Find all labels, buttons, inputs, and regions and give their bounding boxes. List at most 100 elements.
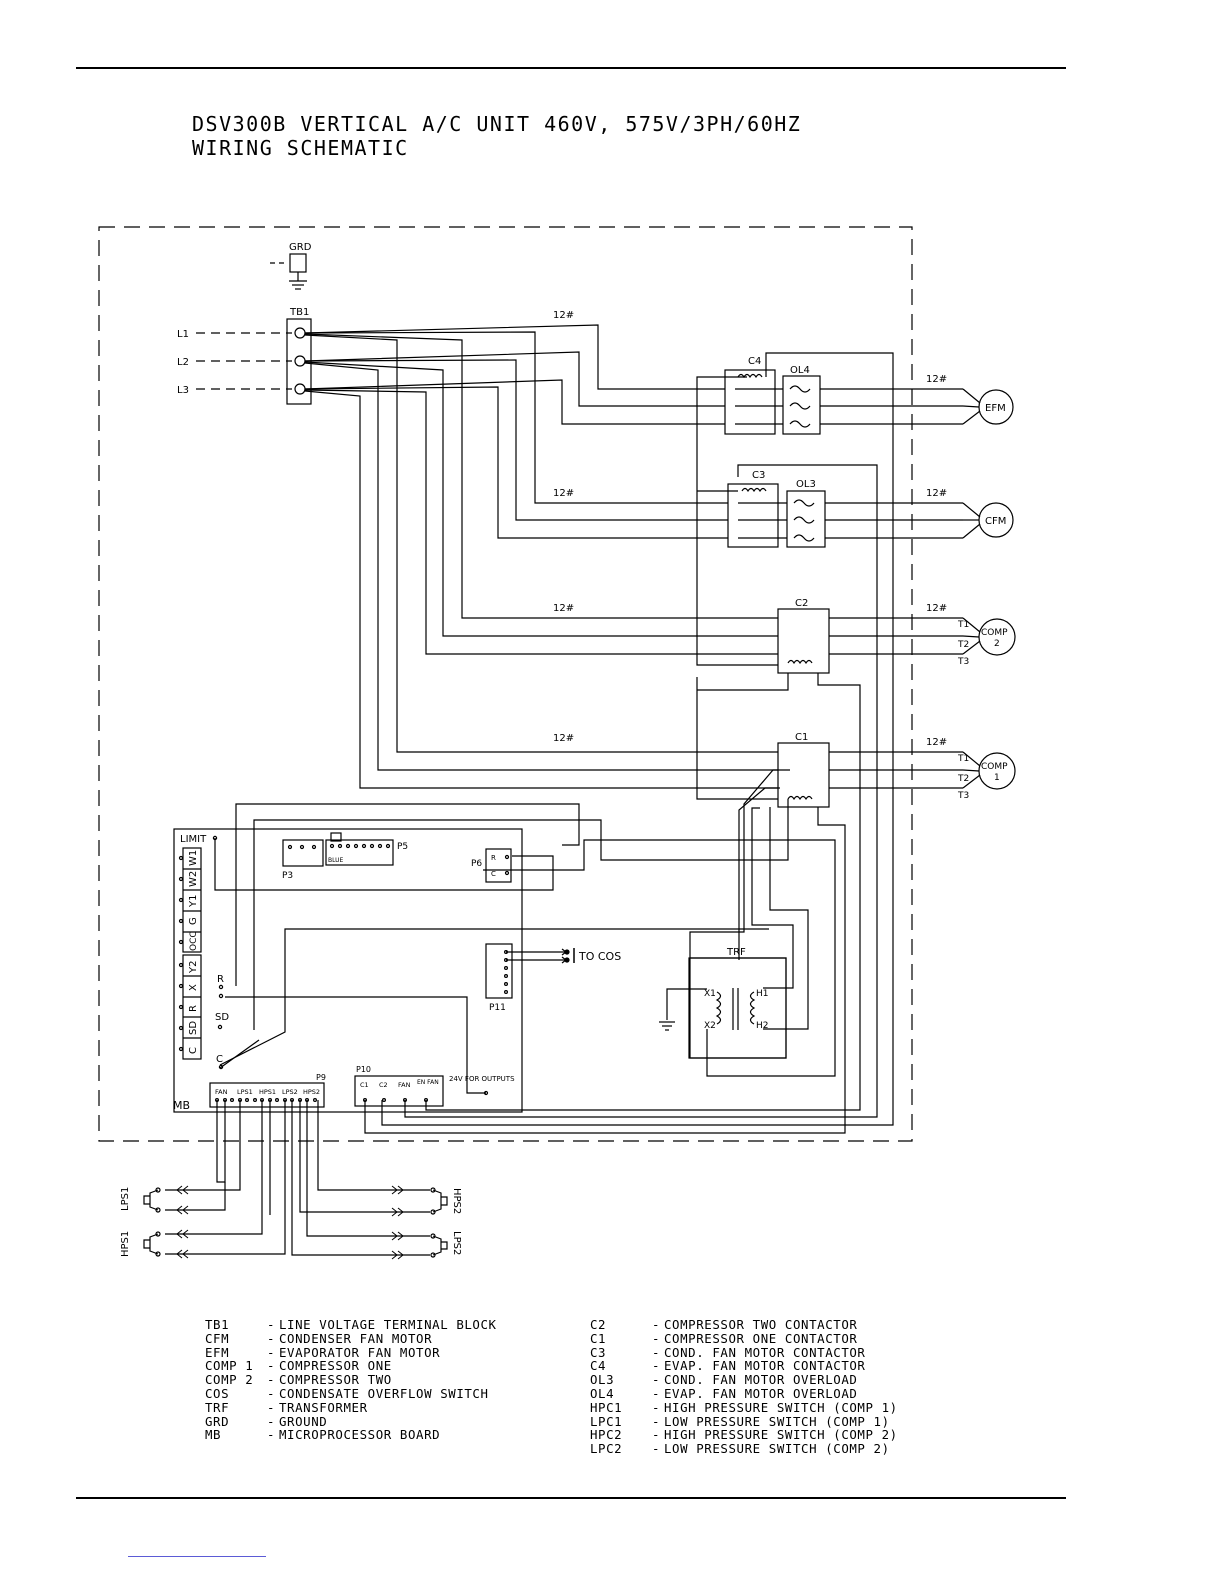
legend-abbreviation: TRF [205,1399,230,1415]
legend-dash: - [652,1372,661,1388]
t3-label: T3 [957,657,969,667]
p3-label: P3 [282,871,293,881]
control-wires [214,352,894,1134]
legend-dash: - [267,1358,276,1374]
cfm-label: CFM [985,516,1006,527]
legend-description: LOW PRESSURE SWITCH (COMP 1) [664,1413,890,1429]
blue-label: BLUE [328,857,344,864]
legend-abbreviation: GRD [205,1413,230,1429]
legend-description: CONDENSATE OVERFLOW SWITCH [279,1385,489,1401]
wire-gauge-label: 12# [926,488,947,499]
legend-dash: - [267,1413,276,1429]
legend-abbreviation: HPC2 [590,1427,623,1443]
wire-gauge-label: 12# [553,603,574,614]
input-sd: SD [188,1021,199,1035]
t2-label: T2 [957,640,969,650]
legend-description: HIGH PRESSURE SWITCH (COMP 1) [664,1399,898,1415]
legend-entry: LPC1-LOW PRESSURE SWITCH (COMP 1) [590,1413,898,1429]
legend-description: COMPRESSOR ONE [279,1358,392,1374]
page-title: DSV300B VERTICAL A/C UNIT 460V, 575V/3PH… [192,112,802,136]
comp2-number: 2 [994,639,1000,649]
input-g: G [188,917,199,925]
c3-label: C3 [752,470,765,481]
line-l3-label: L3 [177,385,189,396]
top-rule [76,67,1066,69]
efm-label: EFM [985,403,1006,414]
legend-description: CONDENSER FAN MOTOR [279,1330,433,1346]
legend-entry: GRD-GROUND [205,1413,497,1429]
p11-label: P11 [489,1003,506,1013]
bottom-rule [76,1497,1066,1499]
p6-pin-r: R [491,854,496,862]
wire-gauge-label: 12# [926,603,947,614]
legend-description: EVAP. FAN MOTOR OVERLOAD [664,1385,858,1401]
h1-label: H1 [756,989,769,999]
ol4-label: OL4 [790,365,810,376]
legend-entry: TB1-LINE VOLTAGE TERMINAL BLOCK [205,1318,497,1332]
legend-dash: - [652,1427,661,1443]
legend-abbreviation: C2 [590,1317,607,1332]
wire-gauge-label: 12# [553,488,574,499]
input-occ: OCC [189,931,199,951]
legend-abbreviation: EFM [205,1344,230,1360]
c1-contactor [777,742,830,808]
wire-connector-marks [176,1185,404,1260]
legend-dash: - [652,1317,661,1332]
p9-pin-lps2: LPS2 [282,1088,298,1096]
legend-entry: MB-MICROPROCESSOR BOARD [205,1428,497,1442]
input-terminal-strip [178,847,202,1060]
legend-dash: - [652,1385,661,1401]
legend-abbreviation: LPC1 [590,1413,623,1429]
legend-dash: - [267,1385,276,1401]
comp1-number: 1 [994,773,1000,783]
legend-entry: OL3-COND. FAN MOTOR OVERLOAD [590,1373,898,1387]
input-y1: Y1 [188,895,199,908]
legend-abbreviation: CFM [205,1330,230,1346]
p10-pin-en-fan: EN FAN [417,1079,439,1086]
input-c: C [188,1047,199,1054]
legend-entry: CFM-CONDENSER FAN MOTOR [205,1330,497,1346]
p9-pin-hps2: HPS2 [303,1088,320,1096]
pressure-switch-wires [165,1100,430,1256]
p10-pin-c1: C1 [360,1081,369,1089]
p11-connector [485,943,513,999]
legend-description: EVAP. FAN MOTOR CONTACTOR [664,1358,866,1374]
p9-pin-hps1: HPS1 [259,1088,276,1096]
legend-description: COMPRESSOR TWO [279,1372,392,1388]
legend-description: COMPRESSOR ONE CONTACTOR [664,1330,858,1346]
input-y2: Y2 [188,961,199,974]
efm-motor [962,388,1014,425]
legend-dash: - [652,1358,661,1374]
legend-description: COMPRESSOR TWO CONTACTOR [664,1317,858,1332]
c4-label: C4 [748,356,761,367]
p10-pin-fan: FAN [398,1081,411,1089]
p6-pin-c: C [491,870,496,878]
legend-entry: C2 -COMPRESSOR TWO CONTACTOR [590,1318,898,1332]
footer-link[interactable] [128,1556,266,1557]
mb-label: MB [173,1099,190,1112]
legend-description: TRANSFORMER [279,1399,368,1415]
page-subtitle: WIRING SCHEMATIC [192,136,409,160]
legend-entry: COS-CONDENSATE OVERFLOW SWITCH [205,1387,497,1401]
p6-label: P6 [471,859,482,869]
legend-dash: - [267,1344,276,1360]
legend-dash: - [652,1441,661,1457]
ol4-overload [782,375,821,435]
lps1-switch [143,1187,161,1213]
legend-dash: - [267,1427,276,1443]
r-terminal-label: R [217,974,224,985]
legend-entry: LPC2-LOW PRESSURE SWITCH (COMP 2) [590,1442,898,1456]
p9-label: P9 [316,1073,326,1082]
unit-enclosure [98,226,913,1142]
input-r: R [188,1005,199,1012]
legend-abbreviation: OL4 [590,1385,615,1401]
legend-entry: HPC1-HIGH PRESSURE SWITCH (COMP 1) [590,1399,898,1415]
c2-contactor [777,608,830,674]
c1-label: C1 [795,732,808,743]
p3-connector [282,839,324,867]
legend-dash: - [652,1330,661,1346]
legend-description: LOW PRESSURE SWITCH (COMP 2) [664,1441,890,1457]
legend-entry: EFM-EVAPORATOR FAN MOTOR [205,1344,497,1360]
